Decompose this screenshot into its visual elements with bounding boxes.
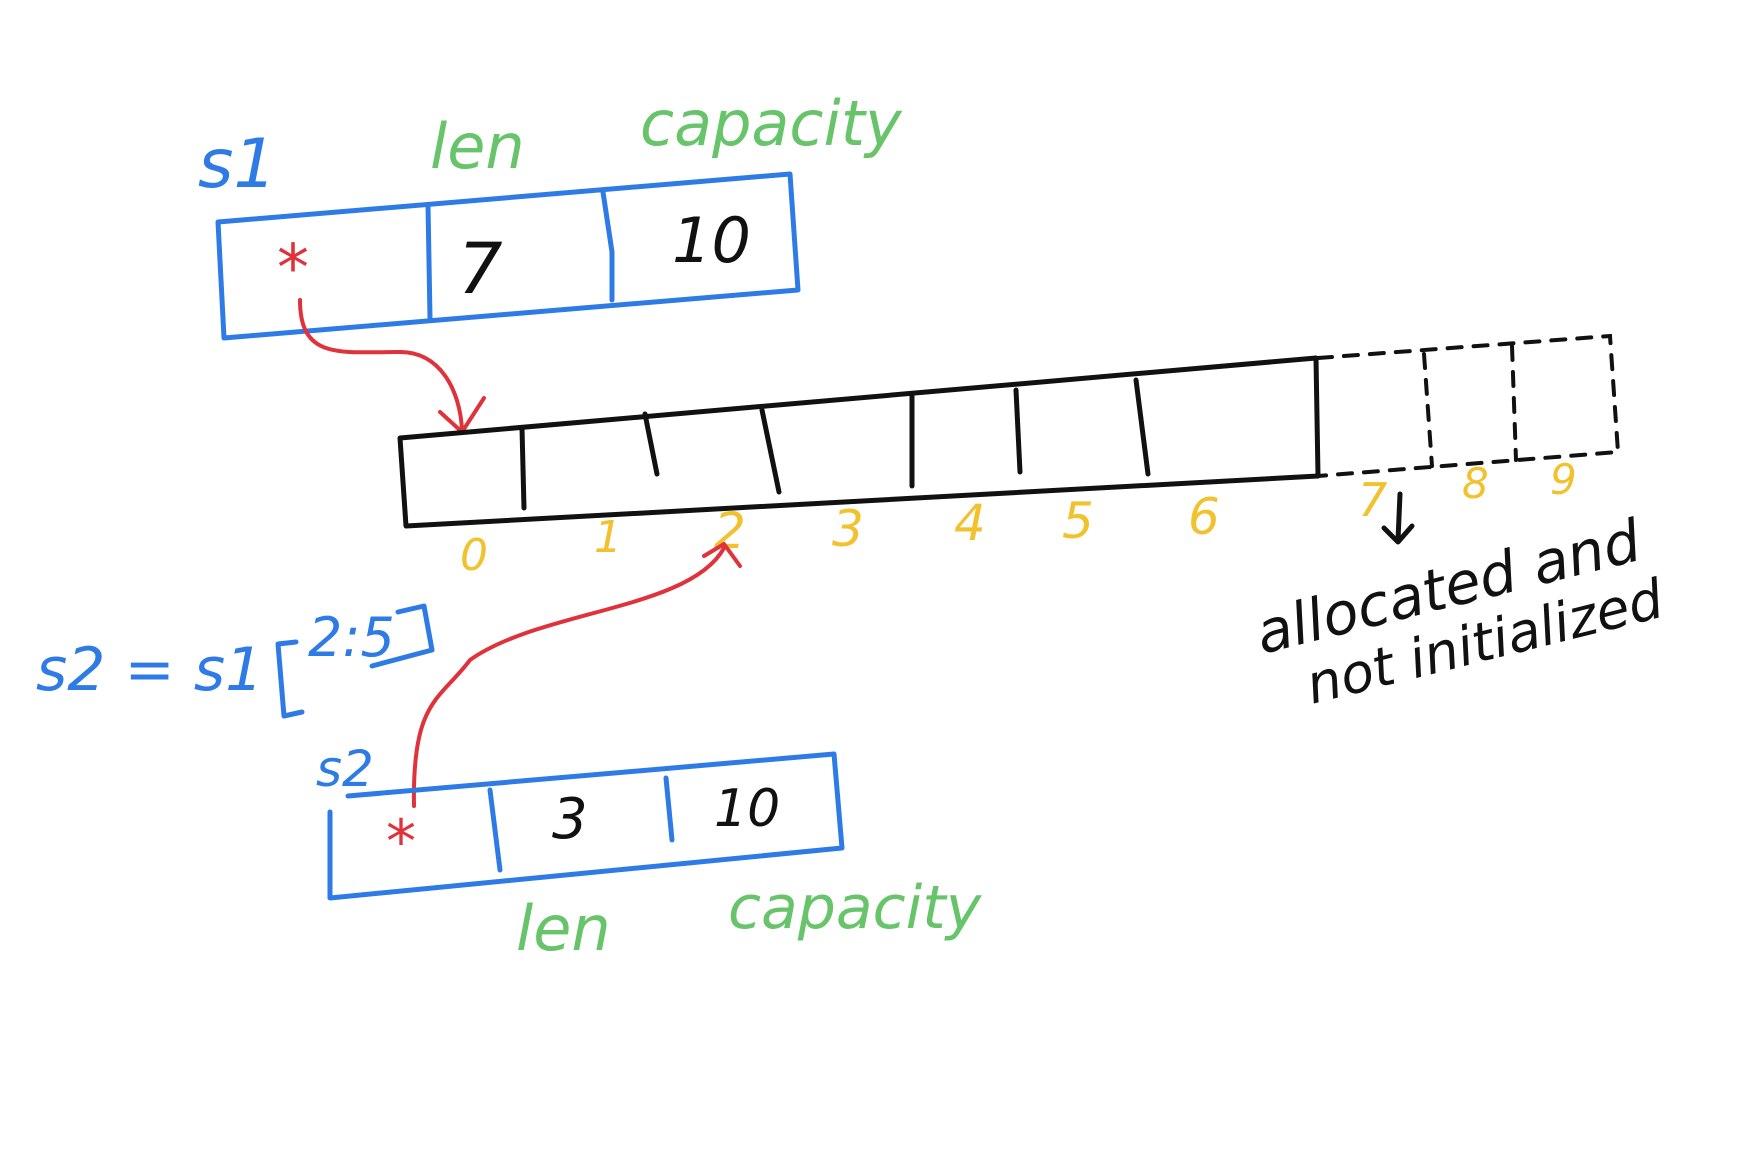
array-divider [759, 407, 782, 495]
index-label-8: 8 [1462, 459, 1489, 508]
s2-capacity-label: capacity [728, 873, 983, 943]
s1-name: s1 [198, 125, 277, 204]
s1-struct: s1 len capacity * 7 10 [198, 87, 903, 341]
s2-divider-1 [487, 787, 503, 873]
index-label-7: 7 [1358, 473, 1387, 527]
s1-box-outline [215, 171, 801, 341]
array-divider [1013, 387, 1023, 475]
s2-pointer-arrow [411, 542, 742, 808]
slice-open-bracket [275, 639, 305, 719]
index-label-9: 9 [1550, 455, 1577, 504]
slice-range: 2:5 [308, 606, 395, 669]
s2-len-value: 3 [552, 787, 588, 852]
note-arrow-head [1381, 523, 1415, 545]
s1-pointer: * [277, 232, 309, 306]
s2-name: s2 [316, 740, 374, 798]
s2-divider-2 [663, 775, 675, 843]
index-label-5: 5 [1062, 492, 1094, 550]
uninitialized-divider [1510, 344, 1518, 462]
s2-struct: s2 * 3 10 len capacity [316, 740, 983, 965]
slice-expression-text: s2 = s1 [36, 635, 263, 705]
s2-pointer: * [386, 807, 416, 877]
s2-capacity-value: 10 [714, 779, 780, 839]
uninitialized-cells-outline [1316, 333, 1621, 478]
underlying-array [397, 333, 1621, 529]
s1-divider-1 [425, 202, 433, 321]
slice-expression: s2 = s1 2:5 [36, 603, 435, 719]
s1-len-value: 7 [458, 228, 503, 310]
s1-len-header: len [430, 110, 525, 183]
s1-divider-2 [600, 189, 615, 303]
index-label-6: 6 [1188, 488, 1220, 546]
slice-close-bracket [369, 603, 435, 669]
s2-box-outline [327, 751, 845, 901]
note-arrow [1395, 491, 1403, 543]
index-label-3: 3 [832, 500, 864, 558]
array-divider [519, 425, 527, 511]
uninitialized-note: allocated and not initialized [1249, 491, 1670, 717]
array-divider [642, 411, 660, 477]
index-label-0: 0 [460, 530, 488, 581]
s2-len-label: len [516, 892, 611, 965]
s1-capacity-value: 10 [672, 204, 751, 277]
s1-capacity-header: capacity [640, 87, 903, 160]
array-divider [1133, 377, 1151, 477]
index-label-1: 1 [594, 512, 622, 563]
index-label-4: 4 [954, 494, 986, 552]
uninitialized-divider [1422, 352, 1434, 468]
